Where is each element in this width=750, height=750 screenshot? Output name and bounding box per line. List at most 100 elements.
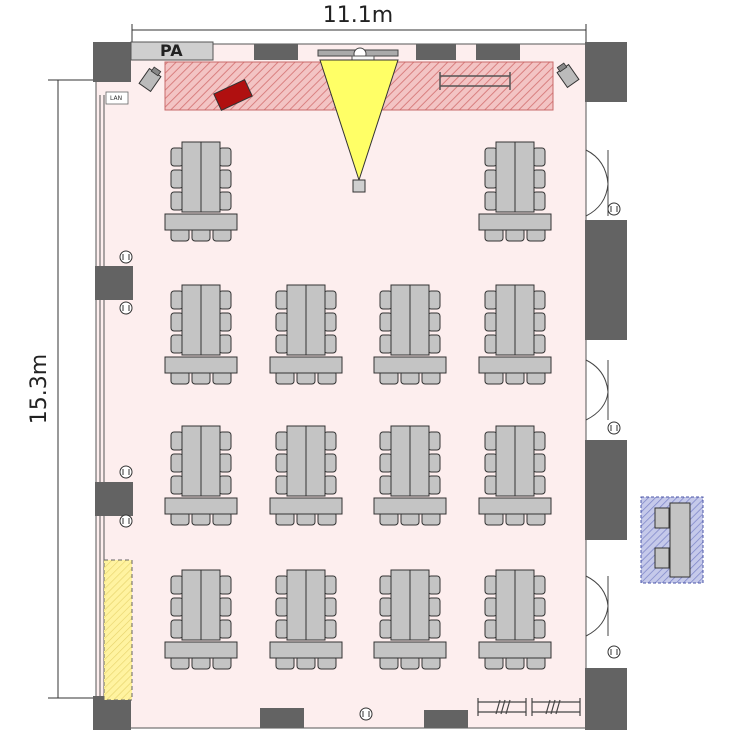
walls <box>93 41 627 730</box>
outlet-icon <box>119 250 133 264</box>
chair <box>484 575 498 595</box>
top-wall-segment-2 <box>254 44 298 60</box>
chair <box>484 169 498 189</box>
table-group <box>164 284 238 385</box>
coat-racks <box>477 698 581 716</box>
top-wall-segment-3 <box>416 44 456 60</box>
table <box>495 284 516 356</box>
chair <box>323 453 337 473</box>
table <box>269 641 343 659</box>
door-right-3 <box>585 575 609 637</box>
corner-column-bottom-left <box>93 696 131 730</box>
chair <box>323 619 337 639</box>
chair <box>323 334 337 354</box>
seating-area <box>164 141 552 670</box>
chair <box>170 431 184 451</box>
table-group <box>478 284 552 385</box>
table <box>181 425 202 497</box>
table-group <box>269 425 343 526</box>
door-right-1 <box>585 149 609 217</box>
chair <box>379 290 393 310</box>
projector-icon <box>352 179 366 193</box>
table <box>514 425 535 497</box>
table-group <box>373 425 447 526</box>
table <box>514 284 535 356</box>
chair <box>532 453 546 473</box>
chair <box>427 575 441 595</box>
chair <box>218 453 232 473</box>
chair <box>427 453 441 473</box>
chair <box>484 312 498 332</box>
storage-zone <box>103 559 133 701</box>
chair <box>484 597 498 617</box>
chair <box>218 312 232 332</box>
table <box>409 284 430 356</box>
chair <box>323 475 337 495</box>
table <box>409 569 430 641</box>
chair <box>484 334 498 354</box>
coat-rack-icon <box>477 698 527 716</box>
table <box>200 569 221 641</box>
chair <box>427 619 441 639</box>
chair <box>379 597 393 617</box>
table <box>269 356 343 374</box>
chair <box>427 431 441 451</box>
chair <box>532 147 546 167</box>
table <box>390 425 411 497</box>
chair <box>218 169 232 189</box>
chair <box>484 191 498 211</box>
chair <box>484 290 498 310</box>
chair <box>427 475 441 495</box>
chair <box>170 475 184 495</box>
chair <box>427 597 441 617</box>
door-right-2 <box>585 359 609 421</box>
table <box>514 569 535 641</box>
column-left-upper <box>95 266 133 300</box>
table <box>164 641 238 659</box>
chair <box>275 475 289 495</box>
chair <box>275 431 289 451</box>
table-group <box>164 569 238 670</box>
table <box>181 141 202 213</box>
height-dimension: 15.3m <box>27 79 98 699</box>
chair <box>275 334 289 354</box>
table-group <box>478 425 552 526</box>
table-group <box>478 569 552 670</box>
table <box>478 497 552 515</box>
external-reception-unit <box>640 496 704 584</box>
outlet-icon <box>119 514 133 528</box>
chair <box>484 475 498 495</box>
table <box>478 356 552 374</box>
table <box>286 284 307 356</box>
width-label: 11.1m <box>323 3 393 28</box>
table <box>390 569 411 641</box>
chair <box>275 290 289 310</box>
table <box>305 284 326 356</box>
reception-desk <box>669 502 691 578</box>
chair <box>323 312 337 332</box>
chair <box>170 597 184 617</box>
reception-chair <box>654 507 670 529</box>
table <box>373 641 447 659</box>
chair <box>427 312 441 332</box>
outlet-icon <box>119 301 133 315</box>
table <box>409 425 430 497</box>
chair <box>218 334 232 354</box>
chair <box>275 575 289 595</box>
table <box>286 569 307 641</box>
chair <box>218 597 232 617</box>
column-right-2 <box>585 440 627 540</box>
chair <box>427 334 441 354</box>
table-group <box>269 284 343 385</box>
chair <box>323 290 337 310</box>
table <box>164 356 238 374</box>
table <box>373 356 447 374</box>
table-group <box>269 569 343 670</box>
svg-text:LAN: LAN <box>110 95 122 102</box>
table <box>305 569 326 641</box>
chair <box>218 619 232 639</box>
chair <box>532 597 546 617</box>
chair <box>218 191 232 211</box>
table <box>269 497 343 515</box>
chair <box>532 290 546 310</box>
